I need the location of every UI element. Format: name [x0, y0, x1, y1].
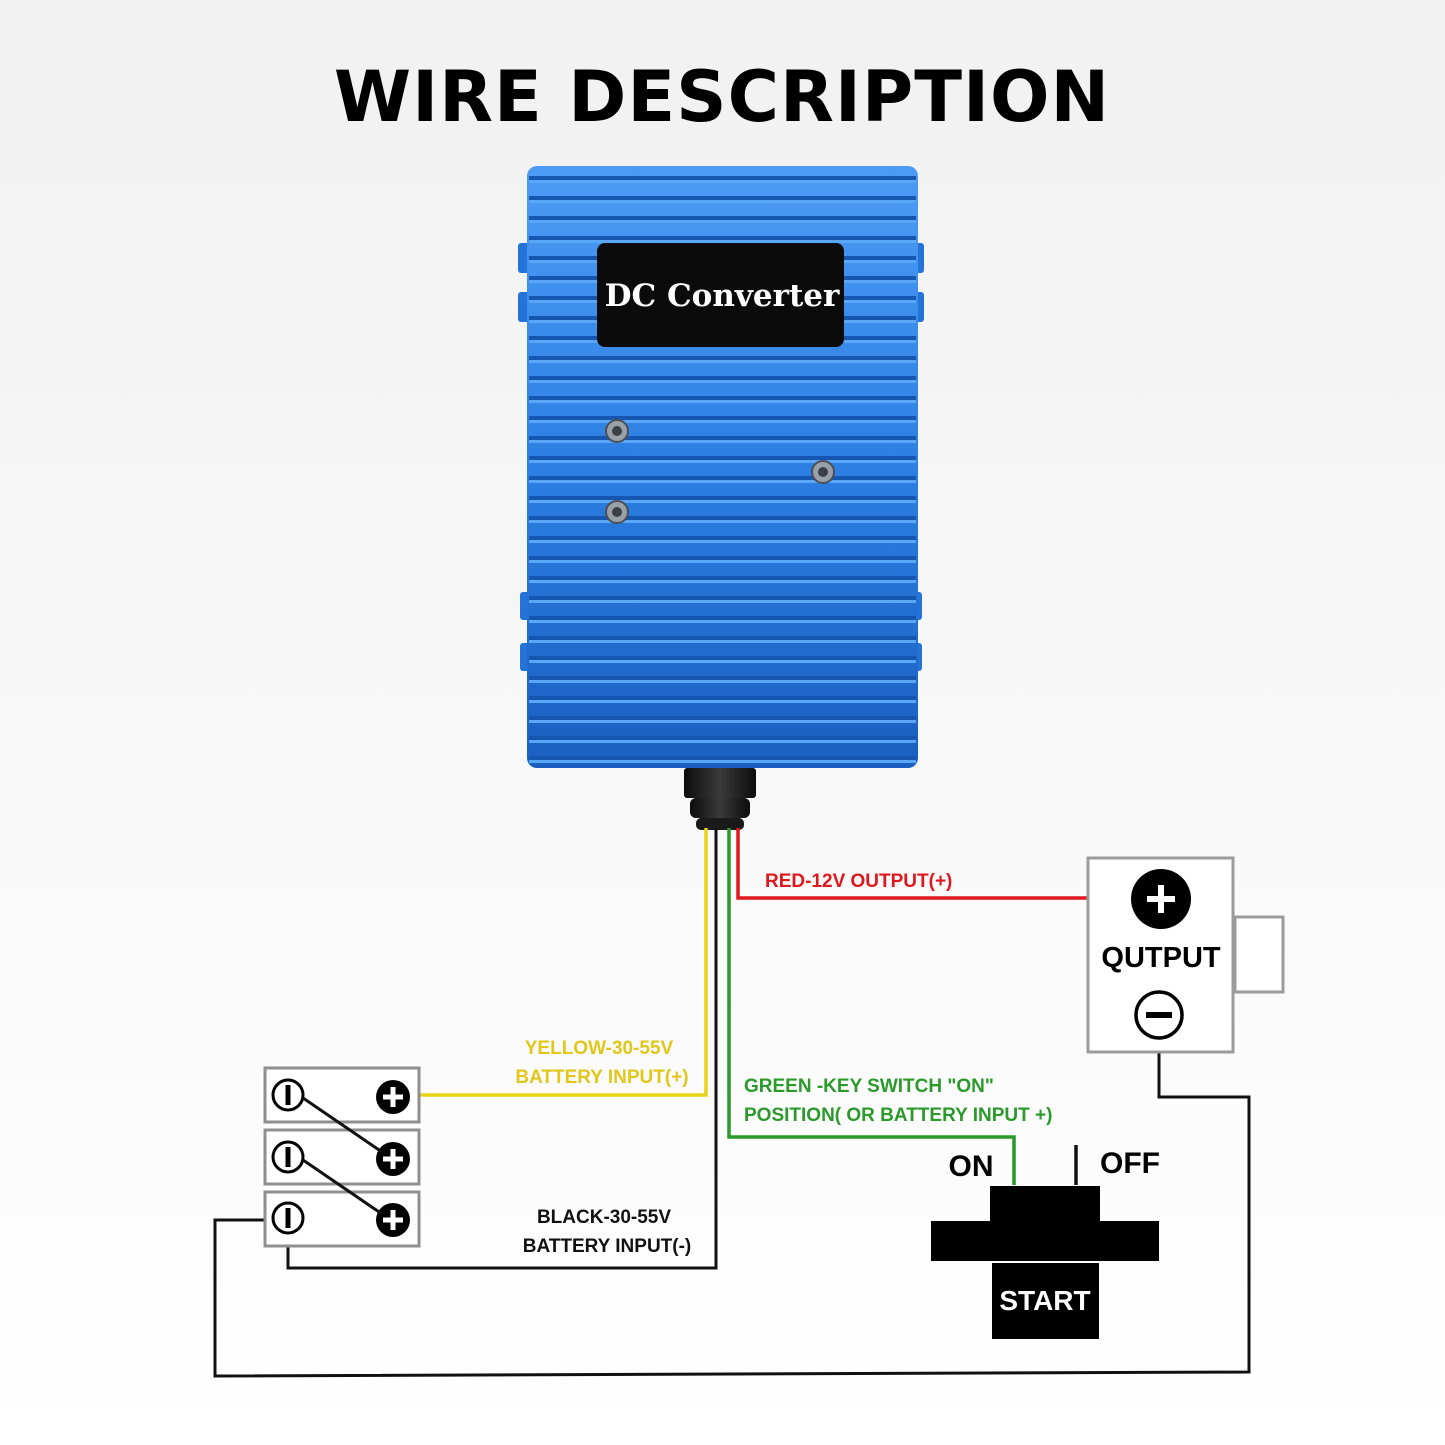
fin-groove	[529, 516, 916, 520]
minus-terminal-icon	[271, 1078, 305, 1112]
fin-groove	[529, 716, 916, 720]
fin-groove	[529, 756, 916, 760]
fin-highlight	[529, 580, 916, 583]
yellow-wire	[398, 828, 708, 1097]
switch-on-label: ON	[949, 1150, 994, 1183]
screw-icon	[605, 500, 629, 524]
fin-groove	[529, 696, 916, 700]
fin-groove	[529, 196, 916, 200]
fin-highlight	[529, 500, 916, 503]
dc-converter-device: DC Converter	[518, 166, 924, 830]
fin-highlight	[529, 400, 916, 403]
fin-highlight	[529, 640, 916, 643]
plus-terminal-icon	[376, 1203, 410, 1237]
fin-highlight	[529, 760, 916, 763]
minus-terminal-icon	[271, 1201, 305, 1235]
fin-groove	[529, 216, 916, 220]
fin-groove	[529, 576, 916, 580]
minus-terminal-icon	[271, 1140, 305, 1174]
fin-highlight	[529, 200, 916, 203]
output-terminal: QUTPUT	[1086, 856, 1285, 1054]
fin-groove	[529, 676, 916, 680]
series-link	[302, 1096, 383, 1154]
cable-gland	[684, 768, 756, 830]
fin-groove	[529, 636, 916, 640]
fin-groove	[529, 376, 916, 380]
fin-groove	[529, 596, 916, 600]
fin-highlight	[529, 600, 916, 603]
output-negative-wire	[213, 1016, 1251, 1378]
output-label: QUTPUT	[1101, 942, 1221, 974]
key-switch: ON OFF START	[931, 1145, 1160, 1339]
plus-terminal-icon	[376, 1080, 410, 1114]
black-wire-label-line2: BATTERY INPUT(-)	[523, 1236, 692, 1257]
fin-groove	[529, 536, 916, 540]
plus-circle-icon	[1131, 869, 1191, 929]
yellow-wire-label-line1: YELLOW-30-55V	[525, 1038, 674, 1059]
minus-circle-icon	[1134, 990, 1184, 1040]
screw-icon	[811, 460, 835, 484]
battery	[263, 1066, 421, 1124]
fin-groove	[529, 176, 916, 180]
fin-highlight	[529, 420, 916, 423]
fin-highlight	[529, 680, 916, 683]
fin-highlight	[529, 220, 916, 223]
fin-highlight	[529, 440, 916, 443]
black-wire-label-line1: BLACK-30-55V	[537, 1207, 671, 1228]
green-wire-label-line1: GREEN -KEY SWITCH "ON"	[744, 1076, 994, 1097]
fin-groove	[529, 476, 916, 480]
fin-highlight	[529, 380, 916, 383]
switch-off-label: OFF	[1100, 1147, 1160, 1180]
screw-icon	[605, 419, 629, 443]
red-wire-label: RED-12V OUTPUT(+)	[765, 871, 952, 892]
cooling-fins	[529, 176, 916, 763]
battery	[263, 1128, 421, 1186]
fin-groove	[529, 556, 916, 560]
green-wire-label-line2: POSITION( OR BATTERY INPUT +)	[744, 1105, 1052, 1126]
fin-highlight	[529, 660, 916, 663]
fin-highlight	[529, 480, 916, 483]
fin-highlight	[529, 720, 916, 723]
battery	[263, 1190, 421, 1248]
switch-start-label: START	[999, 1285, 1090, 1316]
page-title: WIRE DESCRIPTION	[334, 56, 1110, 138]
converter-label: DC Converter	[605, 278, 840, 314]
fin-highlight	[529, 740, 916, 743]
battery-bank	[263, 1066, 421, 1248]
fin-highlight	[529, 520, 916, 523]
fin-highlight	[529, 560, 916, 563]
fin-groove	[529, 236, 916, 240]
fin-groove	[529, 356, 916, 360]
fin-groove	[529, 616, 916, 620]
converter-label-plate	[597, 243, 844, 347]
series-link	[302, 1158, 383, 1216]
fin-groove	[529, 436, 916, 440]
fin-highlight	[529, 240, 916, 243]
fin-groove	[529, 496, 916, 500]
fin-groove	[529, 416, 916, 420]
fin-groove	[529, 736, 916, 740]
fin-groove	[529, 456, 916, 460]
fin-highlight	[529, 620, 916, 623]
fin-highlight	[529, 180, 916, 183]
fin-highlight	[529, 360, 916, 363]
fin-highlight	[529, 540, 916, 543]
green-wire	[727, 828, 1016, 1185]
plus-terminal-icon	[376, 1142, 410, 1176]
fin-highlight	[529, 460, 916, 463]
red-wire	[736, 828, 1158, 900]
fin-groove	[529, 396, 916, 400]
fin-highlight	[529, 700, 916, 703]
yellow-wire-label-line2: BATTERY INPUT(+)	[515, 1067, 688, 1088]
fin-groove	[529, 656, 916, 660]
